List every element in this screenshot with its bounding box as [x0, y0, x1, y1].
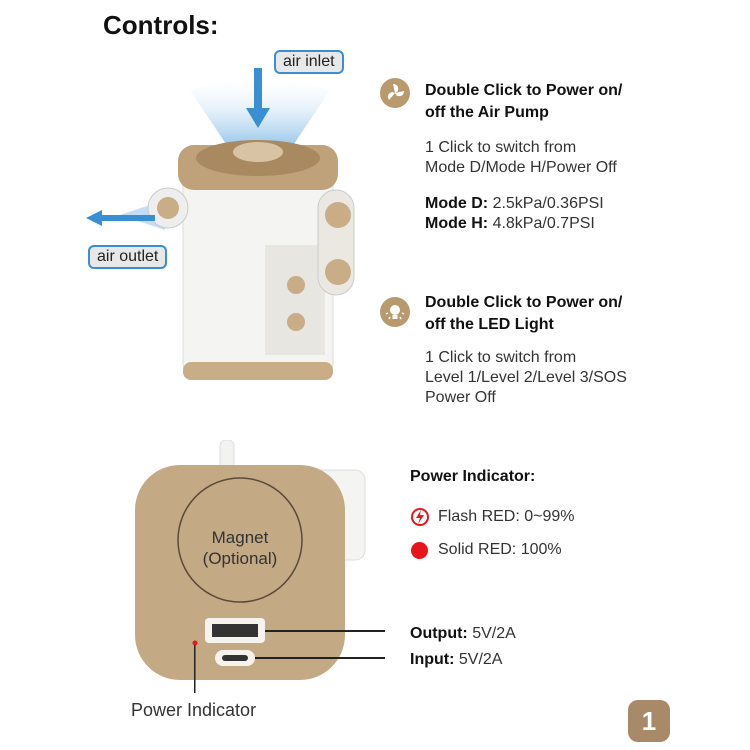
device-bottom-illustration — [135, 440, 366, 693]
light-desc-line2: Level 1/Level 2/Level 3/SOS — [425, 369, 627, 386]
mode-h-value: 4.8kPa/0.7PSI — [492, 215, 595, 232]
air-pump-illustration — [86, 68, 355, 380]
mode-d-value: 2.5kPa/0.36PSI — [492, 195, 604, 212]
mode-h-label: Mode H: — [425, 215, 489, 232]
flash-icon — [411, 508, 429, 526]
magnet-label: Magnet (Optional) — [178, 527, 302, 569]
solid-red-text: Solid RED: 100% — [438, 541, 562, 558]
pump-desc-line2: Mode D/Mode H/Power Off — [425, 159, 617, 176]
output-leader-line — [265, 630, 385, 632]
power-indicator-callout: Power Indicator — [131, 700, 257, 720]
page-number-badge: 1 — [628, 700, 670, 742]
fan-icon — [380, 78, 410, 108]
output-label: Output: — [410, 625, 468, 642]
output-value: 5V/2A — [472, 625, 516, 642]
light-title-line2: off the LED Light — [425, 316, 554, 333]
magnet-line2: (Optional) — [202, 549, 278, 568]
solid-red-dot-icon — [411, 542, 428, 559]
pump-title-line2: off the Air Pump — [425, 104, 549, 121]
indicator-title: Power Indicator: — [410, 468, 536, 485]
light-button-info: Double Click to Power on/ off the LED Li… — [425, 292, 627, 408]
bulb-icon — [380, 297, 410, 327]
pump-button-info: Double Click to Power on/ off the Air Pu… — [425, 80, 622, 234]
magnet-line1: Magnet — [211, 528, 269, 547]
input-value: 5V/2A — [458, 651, 503, 668]
air-outlet-label: air outlet — [88, 245, 168, 269]
light-desc-line3: Power Off — [425, 389, 496, 406]
flash-red-text: Flash RED: 0~99% — [438, 508, 575, 525]
mode-d-label: Mode D: — [425, 195, 489, 212]
light-title-line1: Double Click to Power on/ — [425, 294, 623, 311]
pump-desc-line1: 1 Click to switch from — [425, 139, 577, 156]
page-title: Controls: — [103, 10, 219, 40]
pump-title-line1: Double Click to Power on/ — [425, 82, 623, 99]
input-leader-line — [255, 657, 385, 659]
input-label: Input: — [410, 651, 455, 668]
air-inlet-label: air inlet — [274, 50, 344, 74]
light-desc-line1: 1 Click to switch from — [425, 349, 577, 366]
